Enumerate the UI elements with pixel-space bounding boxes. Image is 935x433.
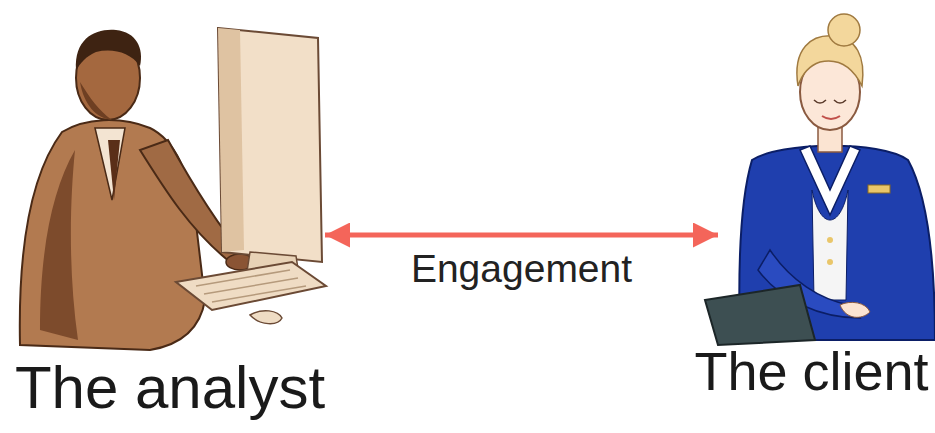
monitor bbox=[218, 28, 322, 262]
edge-label: Engagement bbox=[411, 249, 632, 288]
client-hand bbox=[840, 302, 870, 317]
analyst-suit-shade bbox=[40, 150, 78, 340]
client-mouth bbox=[822, 116, 840, 119]
engagement-arrow bbox=[325, 233, 718, 238]
analyst-figure bbox=[20, 28, 326, 350]
client-hair-bun bbox=[828, 14, 860, 46]
figure-caption: The client bbox=[688, 344, 935, 398]
keyboard-keys bbox=[196, 270, 306, 302]
keyboard bbox=[176, 262, 326, 310]
client-button bbox=[827, 259, 833, 265]
client-collar bbox=[800, 146, 860, 215]
figure-node: The client bbox=[718, 0, 935, 433]
client-folder bbox=[705, 285, 815, 345]
monitor-side bbox=[218, 28, 244, 252]
figure-caption: The analyst bbox=[0, 358, 340, 418]
analyst-hair bbox=[76, 30, 141, 70]
client-blouse bbox=[812, 190, 848, 300]
analyst-tie bbox=[108, 140, 120, 200]
figure-node: The analyst bbox=[0, 0, 325, 433]
caption-box: The client bbox=[688, 344, 935, 398]
client-button bbox=[827, 237, 833, 243]
client-eyes bbox=[814, 100, 846, 103]
mouse bbox=[250, 311, 282, 324]
caption-box: The analyst bbox=[0, 358, 340, 418]
analyst-shirt bbox=[95, 128, 125, 200]
client-badge bbox=[868, 185, 890, 193]
client-figure bbox=[705, 14, 935, 345]
analyst-face-shade bbox=[80, 82, 112, 120]
